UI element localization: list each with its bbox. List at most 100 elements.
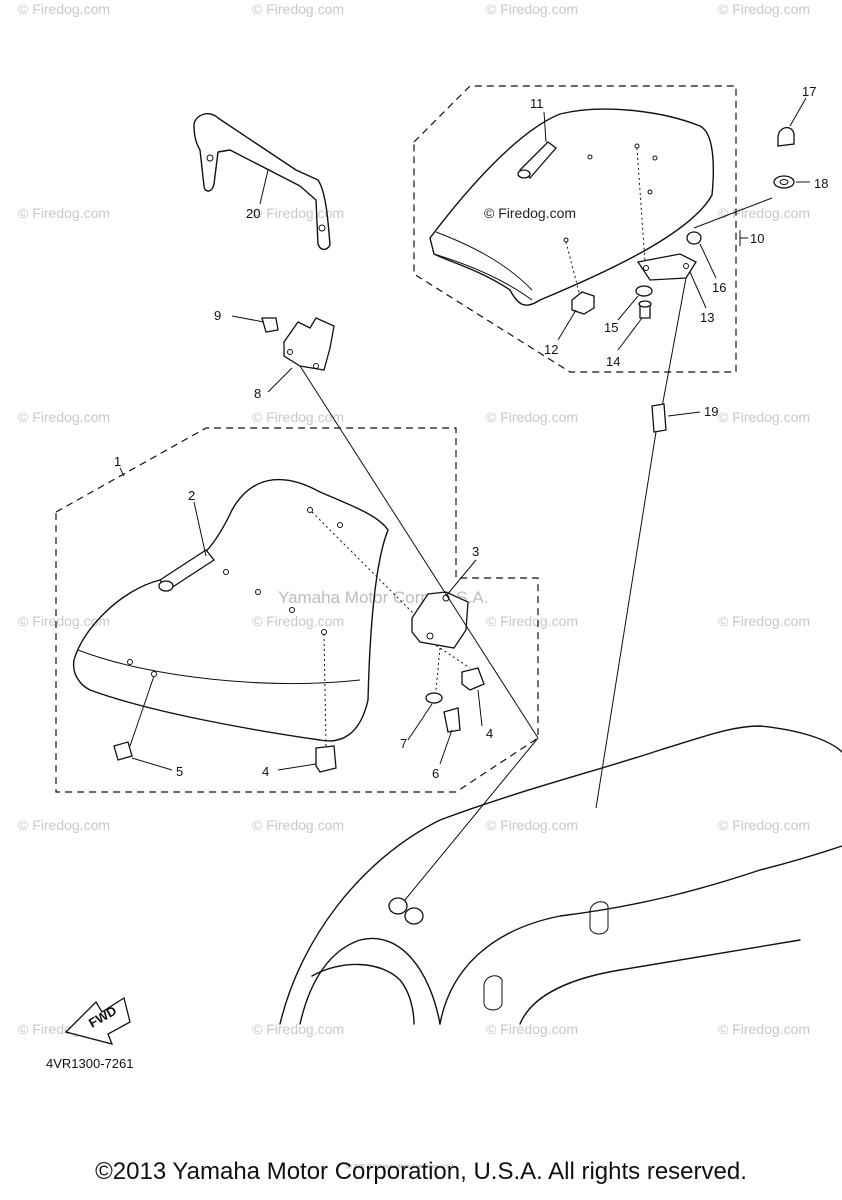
watermark: © Firedog.com [18,205,110,221]
seat-hole [127,659,133,665]
assembly-dotted-line [311,511,421,621]
watermark: © Firedog.com [252,409,344,425]
watermark: © Firedog.com [252,817,344,833]
inner-watermark: © Firedog.com [484,205,576,221]
part-4-damper [461,667,485,691]
part-12-damper [571,291,595,315]
rear-seat-edge [433,253,533,301]
watermark: © Firedog.com [252,1,344,17]
rear-seat-cushion [429,108,715,306]
copyright-notice: ©2013 Yamaha Motor Corporation, U.S.A. A… [95,1158,747,1185]
assembly-dotted-line [435,647,441,691]
callout-17: 17 [802,84,816,99]
main-seat-strap-end [158,580,174,592]
part-17-cap-nut [777,127,795,147]
seat-hole [223,569,229,575]
assembly-dotted-line [323,633,327,747]
callout-5: 5 [176,764,183,779]
part-6-bolt [443,707,461,733]
rear-seat-assembly-outline [413,85,737,373]
watermark: © Firedog.com [718,613,810,629]
leader-line [119,467,125,477]
watermark: © Firedog.com [718,1021,810,1037]
fender-grommet [404,907,424,925]
callout-11: 11 [530,96,544,111]
bracket-hole [287,349,293,355]
callout-4: 4 [486,726,493,741]
callout-6: 6 [432,766,439,781]
watermark-grid: © Firedog.com © Firedog.com © Firedog.co… [18,1,810,1037]
main-seat-edge [77,649,361,684]
leader-line [693,197,773,229]
part-19-collar [651,403,667,433]
main-seat-assembly-outline [55,427,539,793]
fwd-arrow-icon [64,996,131,1045]
seat-hole [563,237,569,243]
watermark: © Firedog.com [718,1,810,17]
callout-20: 20 [246,206,260,221]
fender-slot [483,975,503,1011]
fender-lower-edge [439,845,842,1025]
callout-1: 1 [114,454,121,469]
leader-line [617,317,643,351]
leader-line [131,757,173,771]
bracket-hole [313,363,319,369]
part-18-washer-hole [779,179,789,185]
watermark: © Firedog.com [18,1,110,17]
leader-line [543,111,547,143]
watermark: © Firedog.com [18,817,110,833]
assembly-line [399,737,539,907]
callout-10: 10 [750,231,764,246]
seat-hole [652,155,658,161]
seat-hole [321,629,327,635]
rear-seat-crease [435,231,533,291]
callout-2: 2 [188,488,195,503]
callout-labels: 1 2 3 4 4 5 6 7 8 9 10 11 12 13 14 15 16… [114,84,828,781]
callout-16: 16 [712,280,726,295]
seat-hole [255,589,261,595]
grab-bar-hole [318,224,326,232]
bracket-hole [426,632,434,640]
watermark: © Firedog.com [18,409,110,425]
watermark: © Firedog.com [252,1021,344,1037]
leader-line [445,559,477,597]
leader-line [689,271,707,309]
assembly-dotted-line [565,241,581,297]
frame-inner-arch [311,963,415,1025]
rear-seat-strap-end [517,169,531,179]
watermark: © Firedog.com [718,205,810,221]
part-14-bolt-head [638,300,652,308]
leader-line [231,315,265,323]
seat-hole [289,607,295,613]
callout-18: 18 [814,176,828,191]
leader-line [439,729,453,765]
frame-arch [299,937,441,1025]
assembly-line [659,277,687,419]
watermark: © Firedog.com [486,1021,578,1037]
leader-line [277,763,317,771]
seat-hole [587,154,593,160]
main-seat-cushion [72,478,389,742]
seat-hole [307,507,313,513]
leader-line [617,295,639,321]
part-4-damper [315,745,337,773]
assembly-line [299,365,539,739]
watermark: © Firedog.com [486,817,578,833]
leader-line [789,97,807,127]
fender-outline [279,725,842,1025]
leader-line [699,243,717,279]
callout-7: 7 [400,736,407,751]
leader-line [407,703,433,741]
fender-slot [589,901,609,935]
part-5-screw [113,741,133,761]
fender-rib [519,939,801,1025]
leader-line [267,367,293,393]
fwd-arrow: FWD [64,996,131,1045]
callout-12: 12 [544,342,558,357]
tiny-notice: (c) 2005-2015 Yamaha Motor Corporation, … [346,1164,456,1170]
callout-3: 3 [472,544,479,559]
watermark: © Firedog.com [718,409,810,425]
assembly-dotted-line [636,147,646,263]
